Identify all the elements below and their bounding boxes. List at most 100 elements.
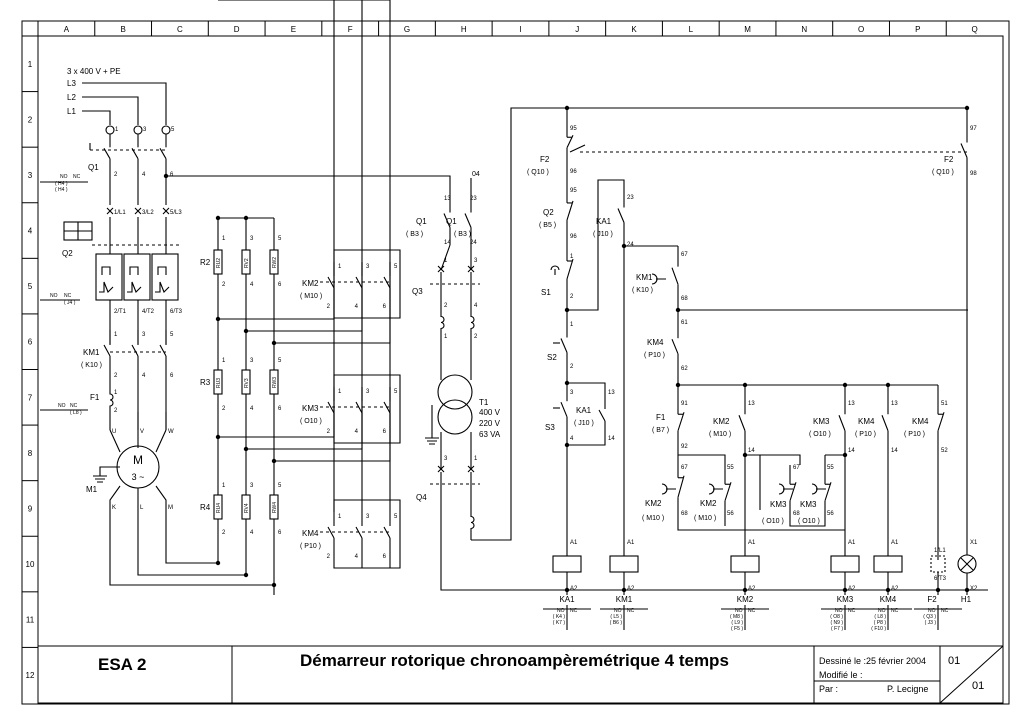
junction-dot (935, 587, 941, 593)
terminal-number: 4 (142, 172, 146, 178)
sheet-total: 01 (972, 680, 985, 692)
thermal-symbol (129, 266, 139, 275)
km4-rotor-ref: ( P10 ) (300, 543, 321, 550)
terminal-number: 2 (222, 406, 226, 412)
terminal-number: 6 (170, 373, 174, 379)
wire (440, 244, 451, 271)
timer-symbol (811, 483, 826, 495)
wire (274, 387, 391, 462)
km2-rotor-label: KM2 (302, 279, 319, 288)
junction-dot (842, 587, 848, 593)
q3-cross (437, 265, 475, 273)
disconnect-terminal (133, 125, 143, 135)
column-label: Q (972, 25, 978, 34)
ka1-hold-ref: ( J10 ) (574, 420, 594, 427)
resistor-label: RU2 (216, 258, 222, 268)
contact-blade (598, 409, 606, 422)
terminal-number: 98 (970, 171, 977, 177)
contact-blade (566, 135, 574, 148)
cross-reference: ( O8 ) (830, 614, 843, 620)
column-label: M (744, 25, 751, 34)
wire (274, 0, 391, 512)
terminal-number: 5 (394, 389, 398, 395)
km3-t1-ref: ( O10 ) (762, 518, 784, 525)
cross-reference: ( L5 ) (610, 614, 622, 620)
f2-label: F2 (540, 155, 550, 164)
km4b-ctrl-ref: ( P10 ) (904, 431, 925, 438)
terminal-number: A1 (848, 540, 856, 546)
terminal-number: 14 (891, 448, 898, 454)
terminal-number: 91 (681, 401, 688, 407)
cross-reference: ( L8 ) (874, 614, 886, 620)
terminal-number: 96 (570, 169, 577, 175)
column-label: G (404, 25, 410, 34)
terminal-number: NO (614, 608, 622, 614)
terminal-number: 2/T1 (114, 309, 127, 315)
terminal-number: 13 (848, 401, 855, 407)
terminal-number: 92 (681, 444, 688, 450)
contact-blade (464, 213, 472, 228)
terminal-number: NC (848, 608, 856, 614)
motor-phase-text: 3 ~ (132, 472, 145, 482)
wire (333, 499, 401, 569)
terminal-number: 1 (222, 483, 226, 489)
terminal-number: 1/L1 (114, 210, 126, 216)
junction-dot (271, 340, 277, 346)
r3-label: R3 (200, 378, 211, 387)
q1-aux-label: Q1 (416, 217, 427, 226)
wire (789, 520, 826, 527)
terminal-number: 13 (748, 401, 755, 407)
km3-rotor-ref: ( O10 ) (300, 418, 322, 425)
cross-reference: ( F5 ) (731, 626, 743, 632)
terminal-number: 5 (278, 236, 282, 242)
wire (82, 82, 167, 125)
km2-ctrl-ref: ( M10 ) (709, 431, 731, 438)
terminal-number: 4/T2 (142, 309, 155, 315)
terminal-number: NC (891, 608, 899, 614)
s2-label: S2 (547, 353, 557, 362)
transformer-secondary (437, 399, 473, 435)
junction-dot (163, 173, 169, 179)
km2-t2-ref: ( M10 ) (694, 515, 716, 522)
q2-ctrl-ref: ( B5 ) (539, 222, 556, 229)
ka1-self-ref: ( J10 ) (593, 231, 613, 238)
km2-t2-label: KM2 (700, 499, 717, 508)
resistor (213, 369, 223, 395)
r4-label: R4 (200, 503, 211, 512)
km3-coil-label: KM3 (837, 595, 854, 604)
ka1-hold-label: KA1 (576, 406, 592, 415)
timer-symbol (708, 483, 723, 495)
column-label: K (631, 25, 637, 34)
terminal-number: 2 (570, 294, 574, 300)
km4-rotor-label: KM4 (302, 529, 319, 538)
terminal-number: 51 (941, 401, 948, 407)
wire (155, 485, 218, 564)
terminal-number: 67 (681, 465, 688, 471)
terminal-number: 67 (681, 252, 688, 258)
terminal-number: 1 (114, 332, 118, 338)
terminal-number: 3 (250, 236, 254, 242)
magnetic-symbol (127, 281, 142, 293)
ground-symbol (93, 475, 107, 483)
km4-ctrl-ref: ( P10 ) (644, 352, 665, 359)
column-label: E (291, 25, 296, 34)
terminal-number: 2 (444, 303, 448, 309)
column-label: N (801, 25, 807, 34)
junction-dot (742, 587, 748, 593)
km3-rotor-label: KM3 (302, 404, 319, 413)
terminal-number: 4 (250, 406, 254, 412)
fuse (470, 305, 475, 340)
row-label: 8 (28, 449, 33, 458)
column-label: B (120, 25, 125, 34)
t1-secondary-voltage: 220 V (479, 419, 501, 428)
cross-reference: ( P8 ) (874, 620, 887, 626)
km4-ctrl-label: KM4 (647, 338, 664, 347)
cross-reference: ( K7 ) (553, 620, 566, 626)
r2-label: R2 (200, 258, 211, 267)
junction-dot (742, 452, 748, 458)
breaker-cross (106, 207, 114, 215)
terminal-number: A1 (748, 540, 756, 546)
wire (99, 466, 120, 476)
column-label: C (177, 25, 183, 34)
terminal-number: 62 (681, 366, 688, 372)
